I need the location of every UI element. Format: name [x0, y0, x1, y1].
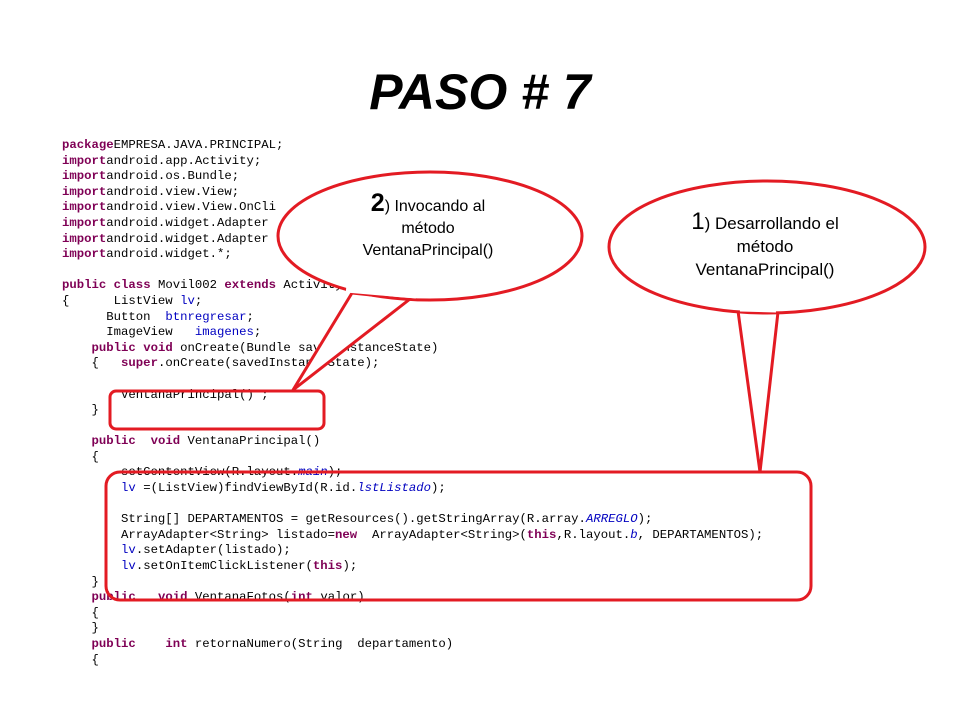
- code-token: public: [91, 340, 136, 355]
- code-line: {: [62, 450, 763, 466]
- code-line: }: [62, 403, 763, 419]
- code-token: String[] DEPARTAMENTOS = getResources().…: [62, 512, 586, 527]
- code-line: ImageView imagenes;: [62, 325, 763, 341]
- code-token: }: [62, 574, 99, 589]
- code-token: import: [62, 169, 107, 184]
- code-token: EMPRESA.JAVA.PRINCIPAL;: [113, 138, 284, 152]
- code-token: android.widget.*;: [106, 247, 232, 262]
- code-line: }: [62, 575, 763, 591]
- code-token: this: [526, 527, 557, 542]
- code-line: ArrayAdapter<String> listado=new ArrayAd…: [62, 528, 763, 544]
- code-token: imagenes: [194, 325, 254, 340]
- code-token: import: [62, 231, 107, 246]
- code-token: import: [62, 184, 107, 199]
- code-token: Movil002: [150, 278, 225, 293]
- code-token: b: [630, 527, 638, 542]
- code-token: super: [121, 356, 158, 371]
- code-token: class: [113, 278, 151, 293]
- code-line: lv.setAdapter(listado);: [62, 543, 763, 559]
- code-token: btnregresar: [165, 309, 247, 324]
- code-line: public void VentanaPrincipal(): [62, 434, 763, 450]
- code-line: lv.setOnItemClickListener(this);: [62, 559, 763, 575]
- code-token: =(ListView)findViewById(R.id.: [135, 481, 358, 496]
- code-token: void: [143, 340, 173, 355]
- code-token: , DEPARTAMENTOS);: [637, 527, 764, 542]
- code-token: {: [62, 356, 122, 371]
- code-token: retornaNumero(String departamento): [187, 637, 454, 651]
- code-token: ;: [246, 309, 254, 324]
- code-line: {: [62, 653, 763, 669]
- code-line: { ListView lv;: [62, 294, 763, 310]
- code-line: importandroid.widget.*;: [62, 247, 763, 263]
- code-token: VentanaPrincipal(): [180, 434, 321, 449]
- code-line: packageEMPRESA.JAVA.PRINCIPAL;: [62, 138, 763, 154]
- method-body-highlight-box: [104, 470, 813, 602]
- code-token: android.os.Bundle;: [106, 169, 240, 184]
- code-token: new: [335, 527, 358, 542]
- code-line: importandroid.view.View.OnCli: [62, 200, 763, 216]
- code-token: ;: [194, 293, 203, 308]
- code-token: ARREGLO: [585, 512, 638, 527]
- code-token: );: [342, 559, 358, 574]
- code-line: lv =(ListView)findViewById(R.id.lstLista…: [62, 481, 763, 497]
- code-token: ImageView: [62, 325, 195, 340]
- code-line: importandroid.widget.Adapter: [62, 232, 763, 248]
- callout-bubble-develop: [607, 179, 927, 474]
- code-line: importandroid.widget.Adapter: [62, 216, 763, 232]
- code-token: lstListado: [357, 481, 431, 496]
- code-token: public: [91, 637, 136, 651]
- callout-number: 1: [691, 208, 705, 235]
- code-token: {: [62, 605, 99, 620]
- code-token: extends: [224, 278, 277, 293]
- code-line: public int retornaNumero(String departam…: [62, 637, 763, 653]
- code-token: );: [431, 481, 446, 496]
- slide-title: PASO # 7: [369, 64, 591, 120]
- call-highlight-box: [108, 389, 326, 431]
- code-token: }: [62, 621, 99, 636]
- code-token: {: [62, 652, 99, 667]
- callout-bubble-invoke: [276, 170, 584, 392]
- code-token: void: [150, 434, 181, 449]
- code-token: lv: [121, 481, 136, 496]
- code-line: String[] DEPARTAMENTOS = getResources().…: [62, 512, 763, 528]
- code-token: this: [312, 559, 343, 574]
- code-token: import: [62, 153, 107, 168]
- code-token: Button: [62, 309, 166, 324]
- code-line: }: [62, 621, 763, 637]
- code-token: lv: [121, 559, 136, 574]
- code-line: {: [62, 606, 763, 622]
- code-line: importandroid.os.Bundle;: [62, 169, 763, 185]
- code-token: ArrayAdapter<String> listado=: [62, 527, 336, 542]
- code-token: lv: [180, 293, 195, 308]
- code-token: ;: [253, 325, 262, 340]
- callout-text-invoke: 2) Invocando al método VentanaPrincipal(…: [362, 189, 494, 260]
- code-token: .setAdapter(listado);: [135, 543, 291, 558]
- code-token: {: [62, 449, 99, 464]
- code-line: importandroid.view.View;: [62, 185, 763, 201]
- code-token: .setOnItemClickListener(: [135, 559, 313, 574]
- callout-text-develop: 1) Desarrollando el método VentanaPrinci…: [691, 208, 839, 280]
- code-token: public: [91, 434, 136, 449]
- code-token: ,R.layout.: [556, 527, 631, 542]
- code-token: import: [62, 247, 107, 262]
- code-token: ArrayAdapter<String>(: [357, 527, 527, 542]
- code-token: );: [637, 512, 653, 527]
- code-token: public: [62, 278, 107, 293]
- code-token: android.widget.Adapter: [106, 215, 269, 230]
- code-token: { ListView: [62, 293, 181, 308]
- code-token: android.view.View;: [106, 184, 240, 199]
- code-line: Button btnregresar;: [62, 310, 763, 326]
- callout-number: 2: [370, 189, 385, 217]
- code-token: int: [165, 637, 188, 651]
- code-token: lv: [121, 543, 136, 558]
- code-token: package: [62, 138, 114, 152]
- code-token: }: [62, 403, 99, 418]
- code-line: importandroid.app.Activity;: [62, 154, 763, 170]
- code-token: android.view.View.OnCli: [106, 200, 277, 215]
- code-token: import: [62, 200, 107, 215]
- code-token: import: [62, 215, 107, 230]
- code-token: android.widget.Adapter: [106, 231, 269, 246]
- code-token: android.app.Activity;: [106, 153, 262, 168]
